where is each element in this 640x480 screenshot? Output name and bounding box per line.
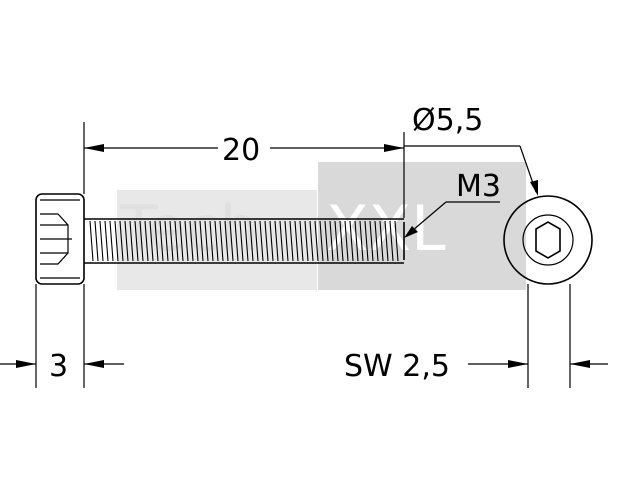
thread-line — [239, 220, 244, 262]
watermark-box-right — [318, 162, 526, 290]
thread-line — [124, 220, 129, 262]
thread-line — [279, 220, 284, 262]
thread-line — [244, 220, 249, 262]
hex-socket-icon — [535, 221, 561, 259]
thread-line — [359, 220, 364, 262]
thread-line — [374, 220, 379, 262]
thread-line — [254, 220, 259, 262]
wrench-size-dimension: SW 2,5 — [344, 284, 608, 388]
thread-line — [364, 220, 369, 262]
thread-label: M3 — [456, 169, 501, 204]
thread-line — [119, 220, 124, 262]
thread-line — [389, 220, 394, 262]
length-dimension: 20 — [83, 122, 405, 218]
watermark: Tech XXL — [117, 162, 526, 290]
screw-side-view — [35, 193, 405, 285]
thread-dimension: M3 — [404, 169, 501, 238]
thread-line — [144, 220, 149, 262]
thread-line — [219, 220, 224, 262]
head-height-dimension: 3 — [0, 284, 124, 388]
thread-line — [154, 220, 159, 262]
thread-line — [339, 220, 344, 262]
thread-line — [179, 220, 184, 262]
hex-socket-hidden-lines — [40, 213, 72, 265]
thread-line — [199, 220, 204, 262]
thread-line — [169, 220, 174, 262]
thread-line — [329, 220, 334, 262]
thread-line — [94, 220, 99, 262]
thread-line — [204, 220, 209, 262]
thread-line — [284, 220, 289, 262]
wrench-size-label: SW 2,5 — [344, 349, 450, 384]
thread-line — [309, 220, 314, 262]
thread-line — [304, 220, 309, 262]
thread-line — [194, 220, 199, 262]
head-inner-circle — [522, 214, 574, 266]
thread-line — [354, 220, 359, 262]
thread-line — [109, 220, 114, 262]
thread-line — [394, 220, 399, 262]
thread-line — [224, 220, 229, 262]
thread-line — [139, 220, 144, 262]
thread-line — [379, 220, 384, 262]
thread-line — [174, 220, 179, 262]
thread-line — [184, 220, 189, 262]
thread-line — [249, 220, 254, 262]
thread-line — [114, 220, 119, 262]
thread-line — [319, 220, 324, 262]
thread-line — [369, 220, 374, 262]
screw-end-view — [503, 195, 593, 285]
thread-line — [289, 220, 294, 262]
thread-line — [314, 220, 319, 262]
thread-line — [189, 220, 194, 262]
diameter-dimension: Ø5,5 — [404, 103, 538, 196]
thread-hatching — [89, 220, 399, 262]
diameter-label: Ø5,5 — [412, 103, 483, 138]
thread-line — [134, 220, 139, 262]
length-label: 20 — [222, 133, 260, 168]
head-height-label: 3 — [49, 349, 68, 384]
thread-line — [294, 220, 299, 262]
watermark-box-left — [117, 190, 317, 290]
thread-line — [324, 220, 329, 262]
thread-line — [149, 220, 154, 262]
thread-line — [99, 220, 104, 262]
thread-line — [264, 220, 269, 262]
head-outer-circle — [503, 195, 593, 285]
thread-line — [209, 220, 214, 262]
thread-line — [129, 220, 134, 262]
thread-line — [274, 220, 279, 262]
thread-line — [89, 220, 94, 262]
thread-line — [334, 220, 339, 262]
thread-line — [384, 220, 389, 262]
thread-line — [104, 220, 109, 262]
screw-head — [35, 193, 85, 285]
thread-line — [159, 220, 164, 262]
thread-line — [344, 220, 349, 262]
thread-line — [259, 220, 264, 262]
thread-line — [349, 220, 354, 262]
thread-line — [269, 220, 274, 262]
thread-line — [234, 220, 239, 262]
thread-line — [299, 220, 304, 262]
thread-line — [229, 220, 234, 262]
thread-line — [164, 220, 169, 262]
thread-line — [214, 220, 219, 262]
